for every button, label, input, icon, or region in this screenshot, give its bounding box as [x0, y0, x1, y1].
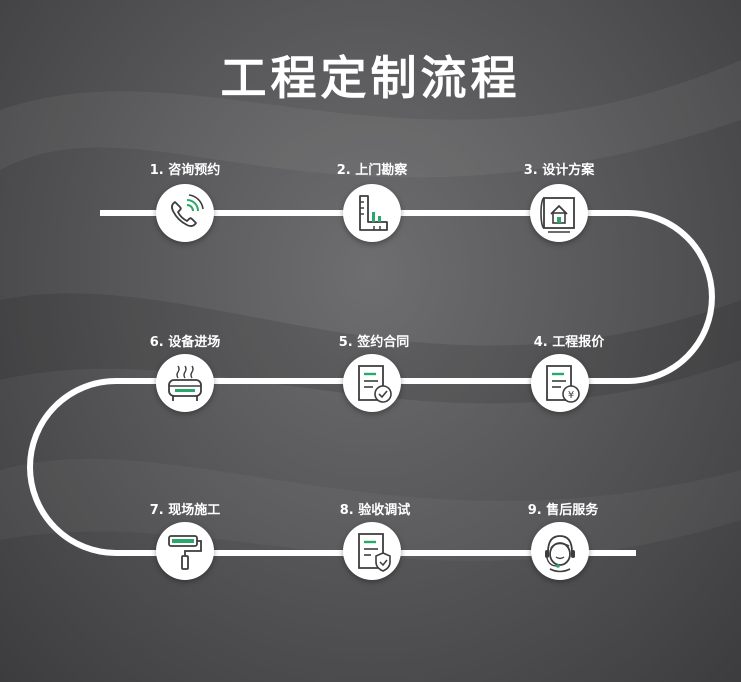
step-8-label: 8. 验收调试 [339, 503, 411, 518]
step-7-node[interactable] [156, 522, 214, 580]
step-1-node[interactable] [156, 184, 214, 242]
equipment-icon [168, 365, 202, 401]
ruler-icon [359, 195, 388, 231]
step-6-label: 6. 设备进场 [149, 335, 221, 350]
paint-roller-icon [168, 535, 202, 570]
step-4-node[interactable]: ¥ [531, 354, 589, 412]
step-3-node[interactable] [530, 184, 588, 242]
page-title: 工程定制流程 [220, 51, 521, 105]
phone-icon [171, 194, 204, 227]
step-9-label: 9. 售后服务 [527, 503, 599, 518]
step-5-node[interactable] [343, 354, 401, 412]
support-agent-icon [545, 535, 575, 573]
step-9-node[interactable] [531, 522, 589, 580]
step-8-node[interactable] [343, 522, 401, 580]
contract-check-icon [358, 365, 392, 403]
quote-document-icon: ¥ [546, 365, 580, 403]
step-3-label: 3. 设计方案 [523, 163, 595, 178]
step-5-label: 5. 签约合同 [338, 335, 410, 350]
step-6-node[interactable] [156, 354, 214, 412]
step-2-node[interactable] [343, 184, 401, 242]
document-shield-icon [358, 533, 391, 572]
step-7-label: 7. 现场施工 [149, 503, 221, 518]
step-1-label: 1. 咨询预约 [149, 163, 221, 178]
blueprint-house-icon [540, 197, 575, 233]
step-4-label: 4. 工程报价 [533, 335, 605, 350]
svg-text:¥: ¥ [568, 390, 574, 401]
step-2-label: 2. 上门勘察 [336, 163, 408, 178]
